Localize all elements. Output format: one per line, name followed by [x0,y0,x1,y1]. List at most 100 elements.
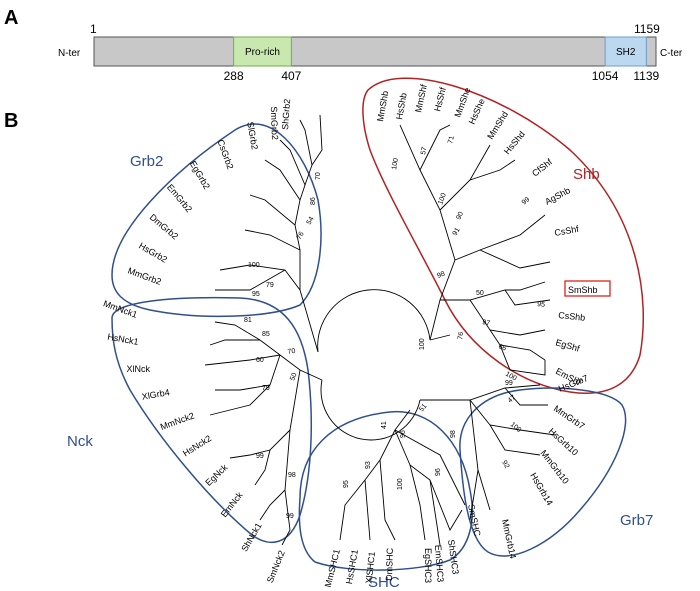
bootstrap-value: 60 [256,357,264,364]
leaf-label-mmgrb7: MmGrb7 [552,403,587,431]
leaf-label-egshf: EgShf [554,337,581,354]
leaf-label-csgrb2: CsGrb2 [216,138,236,171]
bootstrap-value: 100 [419,338,426,350]
bootstrap-value: 85 [262,331,270,338]
bootstrap-value: 100 [509,421,523,434]
leaf-label-smnck2: SmNck2 [265,549,287,584]
shb-branches [399,124,551,376]
bootstrap-value: 70 [287,348,296,356]
leaf-label-hsnck1: HsNck1 [107,332,140,347]
bootstrap-value: 76 [296,231,306,241]
bootstrap-value: 93 [365,461,372,469]
leaf-label-hsshe: HsShe [467,97,487,126]
leaf-label-dmshc: DmSHC [384,547,395,581]
bootstrap-value: 95 [537,301,546,309]
shc-outline [298,410,473,571]
pro-rich-domain [233,36,292,67]
leaf-label-shshc3: ShSHC3 [446,539,461,575]
leaf-label-csshb: CsShb [558,310,586,323]
leaf-label-hsgrb14: HsGrb14 [528,471,555,507]
group-label-grb2: Grb2 [130,153,163,170]
bootstrap-value: 51 [418,403,428,414]
leaf-label-dmgrb2: DmGrb2 [148,212,180,242]
leaf-label-emnck: EmNck [219,490,245,519]
leaf-label-mmnck1: MmNck1 [102,298,139,320]
bootstrap-value: 79 [262,385,270,392]
leaf-label-emgrb2: EmGrb2 [165,182,194,214]
group-outlines [111,77,645,571]
bootstrap-value: 99 [505,380,513,387]
bootstrap-value: 98 [436,271,446,280]
leaf-label-mmshb: MmShb [375,90,390,122]
bootstrap-value: 50 [289,372,298,382]
bootstrap-value: 99 [521,196,532,206]
leaf-label-eggrb2: EgGrb2 [188,159,212,191]
c-terminus-label: C-ter [660,48,683,59]
bootstrap-value: 96 [435,468,442,476]
bootstrap-value: 70 [315,172,322,180]
bootstrap-value: 99 [286,513,294,520]
leaf-label-emshc3: EmSHC3 [433,544,446,582]
bootstrap-value: 100 [437,192,448,205]
leaf-label-hsshf: HsShf [432,86,448,113]
leaf-label-csshf: CsShf [554,224,580,238]
bootstrap-value: 41 [381,421,388,429]
leaf-label-mmnck2: MmNck2 [159,410,196,432]
bootstrap-value: 95 [252,291,260,298]
nck-branches [204,321,323,546]
bootstrap-value: 79 [266,282,274,289]
bootstrap-value: 66 [497,343,507,352]
start-position-label: 1 [90,22,97,36]
nck-outline [111,296,313,544]
leaf-label-egnck: EgNck [203,462,229,488]
bootstrap-value: 98 [288,472,296,479]
end-position-label: 1159 [634,22,660,36]
sh2-domain [604,36,647,67]
bootstrap-value: 50 [476,290,484,297]
leaf-label-xlnck: XlNck [126,364,150,374]
group-label-grb7: Grb7 [620,512,653,529]
bootstrap-value: 100 [397,478,404,490]
n-terminus-label: N-ter [58,48,81,59]
bootstrap-value: 90 [455,211,465,221]
bootstrap-value: 81 [244,317,252,324]
bootstrap-value: 100 [391,158,400,171]
bootstrap-value: 91 [452,227,462,237]
grb2-branches [215,114,323,353]
bootstrap-value: 86 [310,197,317,205]
bootstrap-value: 97 [482,319,491,327]
sh2-domain-label: SH2 [616,47,636,58]
domain-map: Pro-rich SH2 1 1159 N-ter C-ter 288 407 … [58,22,683,83]
pro-rich-domain-label: Pro-rich [245,47,280,58]
bootstrap-value: 47 [507,394,518,404]
pro-rich-end-label: 407 [281,69,301,83]
sh2-start-label: 1054 [592,69,619,83]
root-arc [317,289,431,353]
leaf-label-smgrb2: SmGrb2 [269,106,280,140]
leaf-label-hsshd: HsShd [502,129,527,156]
bootstrap-value: 98 [450,430,457,438]
bootstrap-value: 71 [447,135,456,144]
leaf-label-hsshc1: HsSHC1 [344,549,360,585]
bootstrap-value: 76 [457,331,465,340]
leaf-label-mmgrb2: MmGrb2 [126,266,162,287]
leaf-label-hsgrb2: HsGrb2 [137,241,169,265]
group-label-shc: SHC [368,574,400,591]
root-arc-lower [320,379,421,441]
panel-letter-a: A [4,7,18,29]
highlighted-leaf-box [564,280,611,297]
panel-letter-b: B [4,110,18,132]
grb7-branches [420,384,556,521]
leaf-label-hsgrb10: HsGrb10 [547,426,580,458]
protein-bar [93,36,657,67]
leaf-label-agshb: AgShb [543,185,572,207]
leaf-label-shgrb2: ShGrb2 [280,98,292,130]
leaf-label-mmshd: MmShd [485,109,510,141]
leaf-label-mmshf: MmShf [413,83,429,113]
bootstrap-value: 100 [248,262,260,269]
bootstrap-value: 95 [343,480,350,488]
leaf-label-shnck1: ShNck1 [239,521,263,553]
bootstrap-values: 1005771100909199985097956610076100994710… [244,135,545,520]
